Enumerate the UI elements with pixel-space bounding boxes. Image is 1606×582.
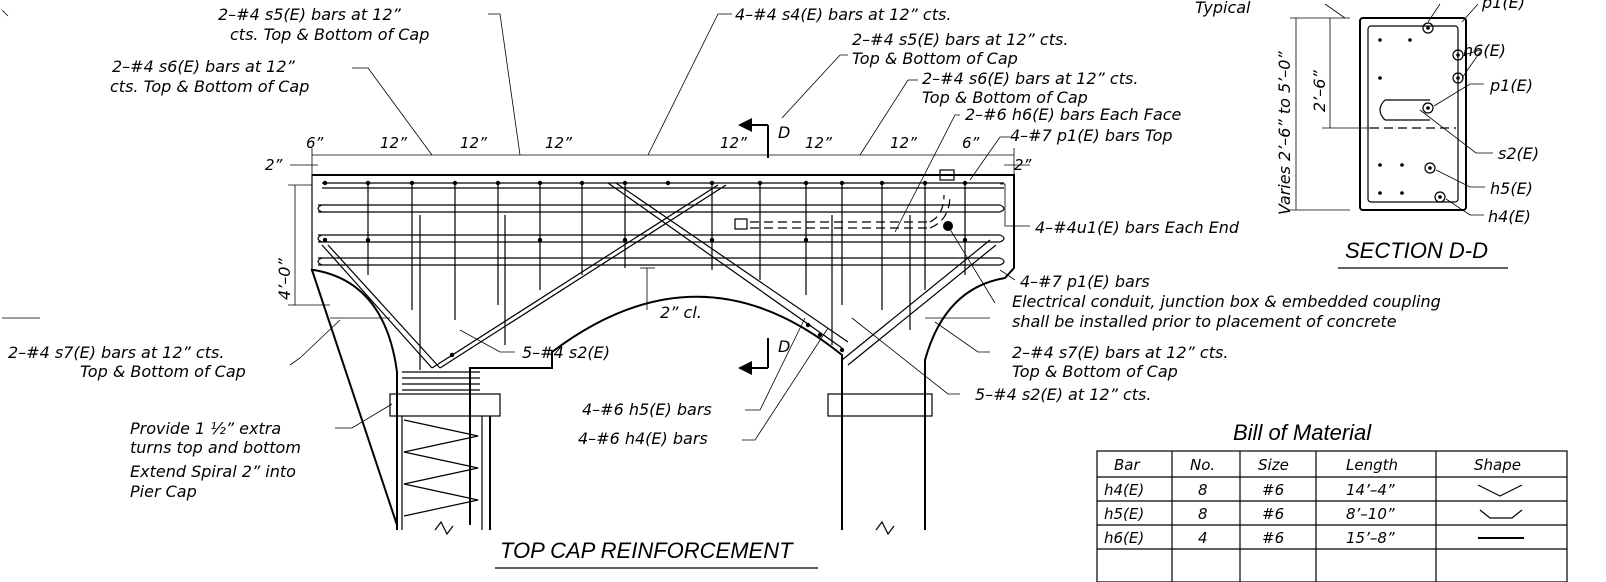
dim-4ft: 4’–0”: [275, 258, 294, 300]
label-spiral-1: Provide 1 ½” extra: [130, 419, 281, 438]
dim-12-b: 12”: [460, 134, 487, 152]
label-s7-right-1: 2–#4 s7(E) bars at 12” cts.: [1012, 343, 1228, 362]
dim-12-e: 12”: [805, 134, 832, 152]
section-cut: D D: [738, 118, 790, 375]
rebar-dots: [322, 180, 968, 358]
right-pier-collar: [827, 393, 933, 417]
bom-row-bar: h4(E): [1104, 481, 1144, 499]
clearance-2: 2” cl.: [660, 303, 702, 322]
label-s6-mid-1: 2–#4 s6(E) bars at 12” cts.: [922, 69, 1138, 88]
dim-12-f: 12”: [890, 134, 917, 152]
drawing-labels: 2–#4 s5(E) bars at 12” cts. Top & Bottom…: [8, 5, 1441, 501]
section-dim-26: 2’–6”: [1310, 70, 1329, 112]
section-h4: h4(E): [1488, 207, 1531, 226]
label-s6-left-2: cts. Top & Bottom of Cap: [110, 77, 309, 96]
section-title: SECTION D-D: [1345, 238, 1488, 263]
dim-12-a: 12”: [380, 134, 407, 152]
dimension-lines: [288, 148, 1030, 319]
bom-row-bar: h6(E): [1104, 529, 1144, 547]
section-s2: s2(E): [1498, 144, 1539, 163]
section-typical: Typical: [1195, 0, 1251, 17]
drawing-title: TOP CAP REINFORCEMENT: [500, 538, 794, 563]
bom-row-length: 8’–10”: [1346, 505, 1395, 523]
label-s4-mid: 4–#4 s4(E) bars at 12” cts.: [735, 5, 951, 24]
label-p1-top: 4–#7 p1(E) bars Top: [1010, 126, 1173, 145]
bom-header-shape: Shape: [1474, 456, 1521, 474]
label-s5-left-2: cts. Top & Bottom of Cap: [230, 25, 429, 44]
label-h5-bars: 4–#6 h5(E) bars: [582, 400, 712, 419]
label-s7-left-1: 2–#4 s7(E) bars at 12” cts.: [8, 343, 224, 362]
bill-of-material: Bill of Material Bar No. Size Length Sha…: [1096, 420, 1568, 582]
label-h6-face: 2–#6 h6(E) bars Each Face: [965, 105, 1182, 124]
spiral-reinforcement: [401, 371, 483, 530]
section-h6: h6(E): [1463, 41, 1506, 60]
left-pier-collar: [389, 393, 501, 417]
label-s2-left: 5–#4 s2(E): [522, 343, 610, 362]
bom-row-length: 14’–4”: [1346, 481, 1395, 499]
dim-12-c: 12”: [545, 134, 572, 152]
edge-fragments: [1, 9, 40, 319]
label-spiral-2: turns top and bottom: [130, 438, 301, 457]
dim-12-d: 12”: [720, 134, 747, 152]
label-s7-right-2: Top & Bottom of Cap: [1012, 362, 1178, 381]
bom-header-size: Size: [1258, 456, 1289, 474]
dim-2-right: 2”: [1014, 156, 1032, 174]
bom-row-length: 15’–8”: [1346, 529, 1395, 547]
label-spiral-4: Pier Cap: [130, 482, 197, 501]
electrical-conduit: [734, 169, 955, 230]
section-mark-bottom: D: [778, 337, 790, 356]
label-s6-mid-2: Top & Bottom of Cap: [922, 88, 1088, 107]
bom-title: Bill of Material: [1233, 420, 1372, 445]
rebar-stirrups: [367, 183, 966, 370]
section-mark-top: D: [778, 123, 790, 142]
label-spiral-3: Extend Spiral 2” into: [130, 462, 296, 481]
bom-shape-v: [1477, 484, 1523, 497]
bom-row-bar: h5(E): [1104, 505, 1144, 523]
bom-row-no: 8: [1198, 481, 1208, 499]
label-s2-right: 5–#4 s2(E) at 12” cts.: [975, 385, 1151, 404]
label-conduit-2: shall be installed prior to placement of…: [1012, 312, 1397, 331]
rebar-diagonals: [321, 182, 997, 369]
label-conduit-1: Electrical conduit, junction box & embed…: [1012, 292, 1441, 311]
leader-lines: [289, 13, 1030, 441]
section-h5: h5(E): [1490, 179, 1533, 198]
section-p1b: p1(E): [1489, 76, 1533, 95]
label-s7-left-2: Top & Bottom of Cap: [80, 362, 246, 381]
label-s5-left-1: 2–#4 s5(E) bars at 12”: [218, 5, 402, 24]
bom-row-size: #6: [1262, 529, 1284, 547]
dim-6-right: 6”: [962, 134, 980, 152]
section-dim-varies: Varies 2’–6” to 5’–0”: [1275, 51, 1294, 215]
cap-outline: [310, 174, 1015, 536]
bom-header-bar: Bar: [1114, 456, 1140, 474]
bom-header-length: Length: [1346, 456, 1398, 474]
dim-6-left: 6”: [306, 134, 324, 152]
section-p1: p1(E): [1481, 0, 1525, 12]
bom-row-size: #6: [1262, 505, 1284, 523]
bom-row-no: 4: [1198, 529, 1208, 547]
label-s5-mid-2: Top & Bottom of Cap: [852, 49, 1018, 68]
bom-shape-trapezoid: [1479, 509, 1523, 519]
dim-2-left: 2”: [265, 156, 283, 174]
label-u1-end: 4–#4u1(E) bars Each End: [1035, 218, 1240, 237]
bom-row-no: 8: [1198, 505, 1208, 523]
label-s6-left-1: 2–#4 s6(E) bars at 12”: [112, 57, 296, 76]
bom-row-size: #6: [1262, 481, 1284, 499]
bom-header-no: No.: [1190, 456, 1215, 474]
label-p1-bars: 4–#7 p1(E) bars: [1020, 272, 1150, 291]
rebar-longitudinal: [317, 182, 1005, 266]
label-h4-bars: 4–#6 h4(E) bars: [578, 429, 708, 448]
section-dd: [1290, 3, 1493, 216]
label-s5-mid-1: 2–#4 s5(E) bars at 12” cts.: [852, 30, 1068, 49]
